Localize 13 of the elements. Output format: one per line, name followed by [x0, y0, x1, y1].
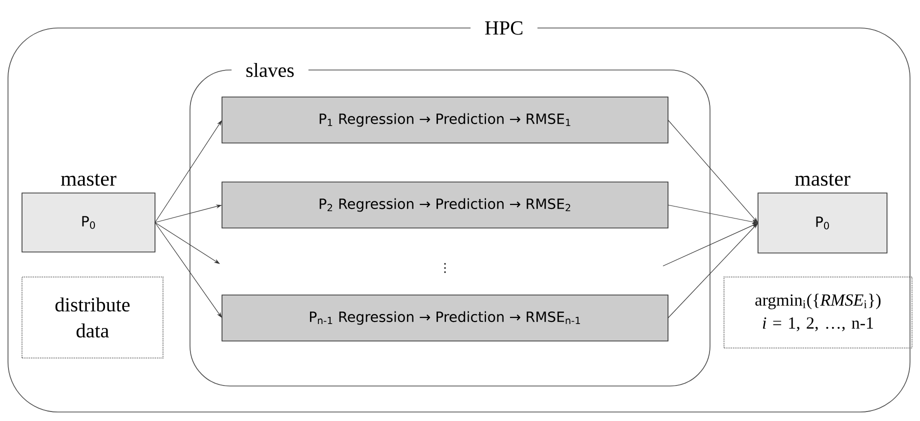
box-heading: master: [60, 174, 116, 186]
process-box: P$_{0}$: [22, 192, 156, 252]
arrow: [154, 222, 222, 318]
arrow: [668, 120, 758, 223]
note-box: distribute data: [22, 276, 164, 358]
process-box: P$_{0}$: [758, 192, 888, 254]
box-heading: master: [794, 174, 850, 186]
process-box: P$_{2}$ Regression → Prediction → RMSE$_{2}$: [222, 182, 668, 228]
process-box: P$_{1}$ Regression → Prediction → RMSE$_{1}$: [222, 96, 668, 144]
process-box: P$_{n-1}$ Regression → Prediction → RMSE$_{n-1}$: [222, 294, 668, 342]
note-box: argmin$_{i}$({RMSE$_{i}$}) i = 1, 2, …, n-1: [724, 276, 912, 348]
arrow: [668, 223, 758, 318]
ellipsis-mark: ⋮: [444, 263, 446, 273]
